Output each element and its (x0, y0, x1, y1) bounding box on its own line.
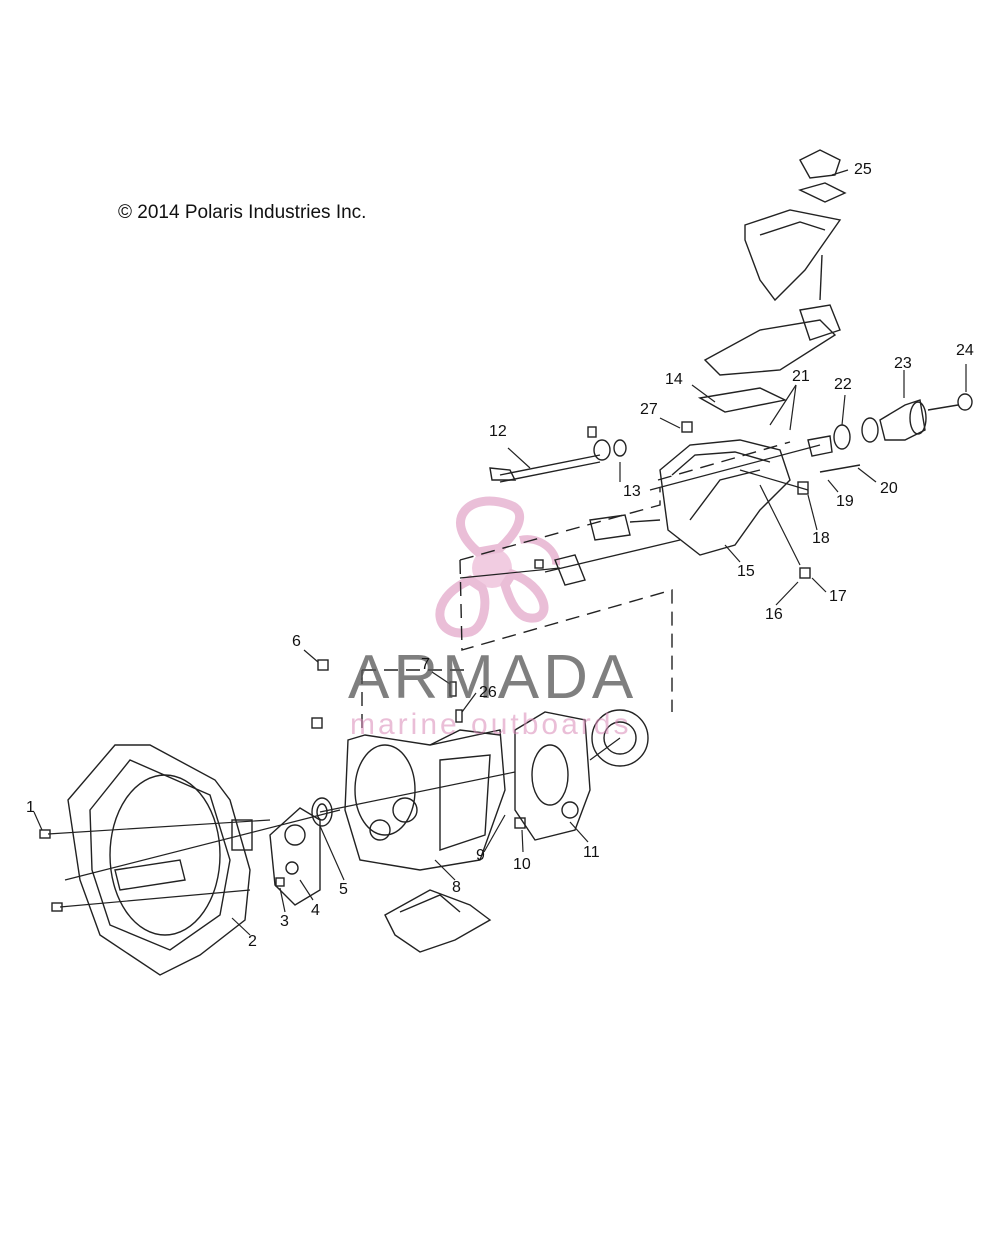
bell-housing-part (67, 744, 253, 976)
callout-8: 8 (452, 879, 461, 896)
callout-1: 1 (26, 799, 35, 816)
callout-26: 26 (479, 684, 497, 701)
callout-3: 3 (280, 913, 289, 930)
callout-11: 11 (583, 844, 600, 861)
callout-6: 6 (292, 633, 301, 650)
splash-shield-part (384, 889, 492, 953)
callout-24: 24 (956, 342, 974, 359)
watermark-brand: ARMADA (348, 643, 638, 712)
callout-16: 16 (765, 606, 783, 623)
callout-18: 18 (812, 530, 830, 547)
callout-2: 2 (248, 933, 257, 950)
shift-boot-part (798, 149, 847, 203)
callout-19: 19 (836, 493, 854, 510)
callout-7: 7 (421, 656, 430, 673)
callout-12: 12 (489, 423, 507, 440)
fasteners-part (39, 421, 811, 912)
callout-22: 22 (834, 376, 852, 393)
gasket-part (591, 709, 649, 767)
callout-9: 9 (476, 847, 485, 864)
callout-15: 15 (737, 563, 755, 580)
callout-20: 20 (880, 480, 898, 497)
copyright-notice: © 2014 Polaris Industries Inc. (118, 202, 367, 223)
callout-27: 27 (640, 401, 658, 418)
callout-10: 10 (513, 856, 531, 873)
watermark-propeller-icon (435, 496, 561, 638)
transmission-case-part (344, 729, 506, 871)
callout-13: 13 (623, 483, 641, 500)
output-shaft-part (807, 393, 973, 473)
intermediate-plate-part (514, 711, 591, 841)
callout-23: 23 (894, 355, 912, 372)
leader-lines (33, 169, 967, 936)
top-gasket-part (697, 387, 788, 413)
shift-shaft-part (489, 439, 627, 483)
extension-housing-part (659, 439, 791, 556)
shift-rod-part (544, 514, 681, 586)
shifter-assembly-part (703, 209, 842, 376)
watermark-tagline: marine outboards (350, 708, 632, 741)
callout-17: 17 (829, 588, 847, 605)
cover-plate-part (269, 807, 321, 906)
assembly-lines (47, 444, 821, 908)
subassembly-frame (361, 441, 791, 735)
callout-25: 25 (854, 161, 872, 178)
callout-5: 5 (339, 881, 348, 898)
callout-21: 21 (792, 368, 810, 385)
callout-14: 14 (665, 371, 683, 388)
callout-4: 4 (311, 902, 320, 919)
